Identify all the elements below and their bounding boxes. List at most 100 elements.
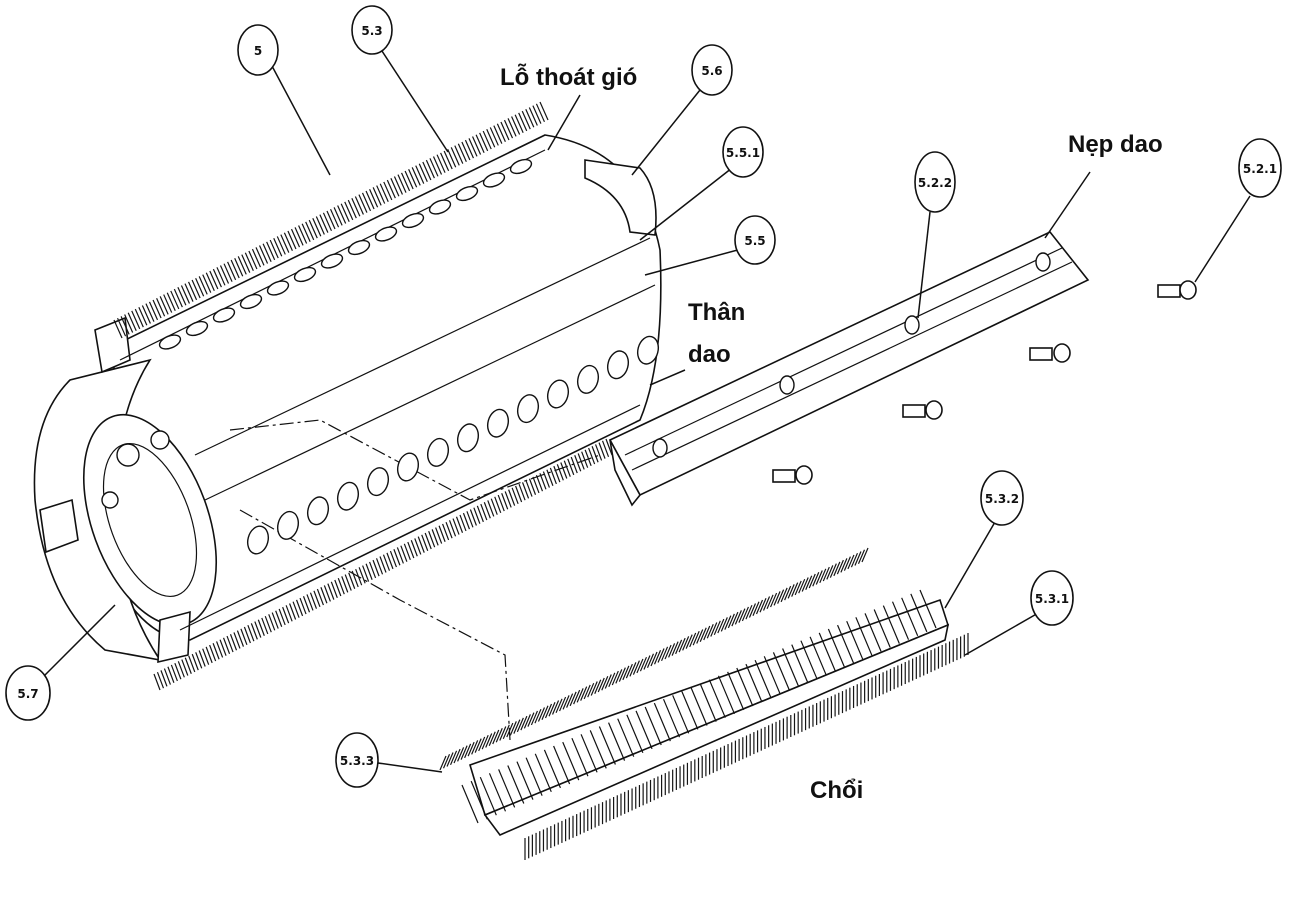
- bristle: [759, 598, 767, 613]
- svg-text:5: 5: [254, 44, 262, 58]
- bristle: [518, 112, 528, 132]
- vent-hole: [455, 185, 479, 202]
- holder-tooth: [727, 671, 745, 711]
- bristle: [588, 447, 596, 465]
- bristle: [195, 277, 205, 297]
- svg-text:5.5.1: 5.5.1: [726, 146, 760, 160]
- holder-tooth: [662, 698, 681, 738]
- holder-tooth: [562, 741, 580, 781]
- bristle: [559, 696, 567, 712]
- bristle: [233, 632, 241, 649]
- bristle: [159, 296, 169, 315]
- bristle: [563, 460, 571, 477]
- bristle: [442, 523, 450, 541]
- bristle: [520, 715, 528, 731]
- bristle: [124, 314, 134, 333]
- bristle: [812, 572, 820, 587]
- bristle: [396, 547, 404, 564]
- bristle: [840, 558, 848, 573]
- vent-hole: [320, 253, 344, 269]
- bristle: [344, 574, 352, 591]
- bristle: [240, 628, 248, 646]
- bristle: [358, 567, 366, 584]
- bristle: [407, 541, 415, 559]
- bristle: [515, 485, 523, 503]
- brush-strip-upper: [439, 547, 869, 771]
- vent-hole: [428, 199, 452, 215]
- bristle: [333, 207, 343, 226]
- holder-tooth: [653, 702, 671, 742]
- bristle: [632, 660, 640, 675]
- svg-text:5.3.2: 5.3.2: [985, 492, 1019, 506]
- bristle: [727, 613, 735, 629]
- bristle: [219, 639, 227, 656]
- bristle: [299, 597, 307, 615]
- holder-tooth: [461, 784, 479, 824]
- bristle: [309, 592, 318, 609]
- holder-tooth: [479, 776, 497, 816]
- bristle: [527, 712, 535, 727]
- bristle: [501, 493, 509, 510]
- bristle: [184, 657, 192, 674]
- bristle: [408, 168, 418, 188]
- bristle: [440, 152, 450, 172]
- bristle: [646, 653, 655, 668]
- bristle: [393, 549, 401, 566]
- bristle: [657, 648, 665, 663]
- bristle: [202, 274, 212, 293]
- bristle: [682, 636, 690, 651]
- holder-tooth: [873, 609, 891, 648]
- bristle: [177, 661, 185, 678]
- bristle: [261, 617, 269, 635]
- bristle: [469, 509, 477, 526]
- bristle: [724, 615, 732, 630]
- bristle: [544, 703, 553, 719]
- vent-hole: [185, 320, 209, 337]
- bristle: [389, 550, 397, 568]
- bristle: [494, 496, 502, 514]
- bristle: [660, 646, 669, 662]
- bristle: [843, 556, 851, 571]
- bristle: [689, 632, 697, 648]
- bristle: [532, 105, 542, 124]
- holder-tooth: [745, 663, 763, 703]
- vent-hole: [293, 266, 317, 283]
- bristle: [361, 192, 372, 212]
- bristle: [285, 605, 293, 622]
- leader-lines: [44, 47, 1251, 773]
- bristle: [780, 587, 788, 603]
- bristle: [403, 543, 411, 561]
- vent-hole: [212, 307, 236, 323]
- bristle: [248, 250, 258, 270]
- cutter-drum: [33, 134, 662, 741]
- bristle: [289, 603, 297, 620]
- bristle: [264, 615, 272, 633]
- bristle: [170, 290, 180, 310]
- bristle: [113, 319, 123, 339]
- holder-tooth: [507, 765, 525, 804]
- bristle: [507, 118, 517, 137]
- bristle: [535, 103, 545, 123]
- holder-tooth: [571, 737, 589, 777]
- holder-tooth: [772, 652, 790, 691]
- bristle: [466, 511, 474, 528]
- bristle: [629, 662, 637, 677]
- bristle: [560, 462, 568, 479]
- holder-tooth: [818, 632, 836, 672]
- brush-strip-lower: [524, 633, 969, 860]
- bristle: [457, 747, 465, 762]
- bristle: [706, 624, 714, 639]
- bristle: [163, 294, 173, 313]
- bristle: [675, 639, 683, 655]
- label-knife-clamp: Nẹp dao: [1068, 131, 1163, 158]
- bristle: [415, 165, 425, 184]
- holder-tooth: [901, 597, 919, 637]
- bristle: [271, 612, 279, 629]
- bristle: [454, 145, 464, 164]
- bristle: [315, 216, 325, 235]
- bristle: [745, 604, 753, 620]
- holder-tooth: [690, 687, 708, 726]
- bristle: [447, 148, 457, 168]
- holder-tooth: [864, 613, 882, 652]
- bristle: [678, 637, 686, 653]
